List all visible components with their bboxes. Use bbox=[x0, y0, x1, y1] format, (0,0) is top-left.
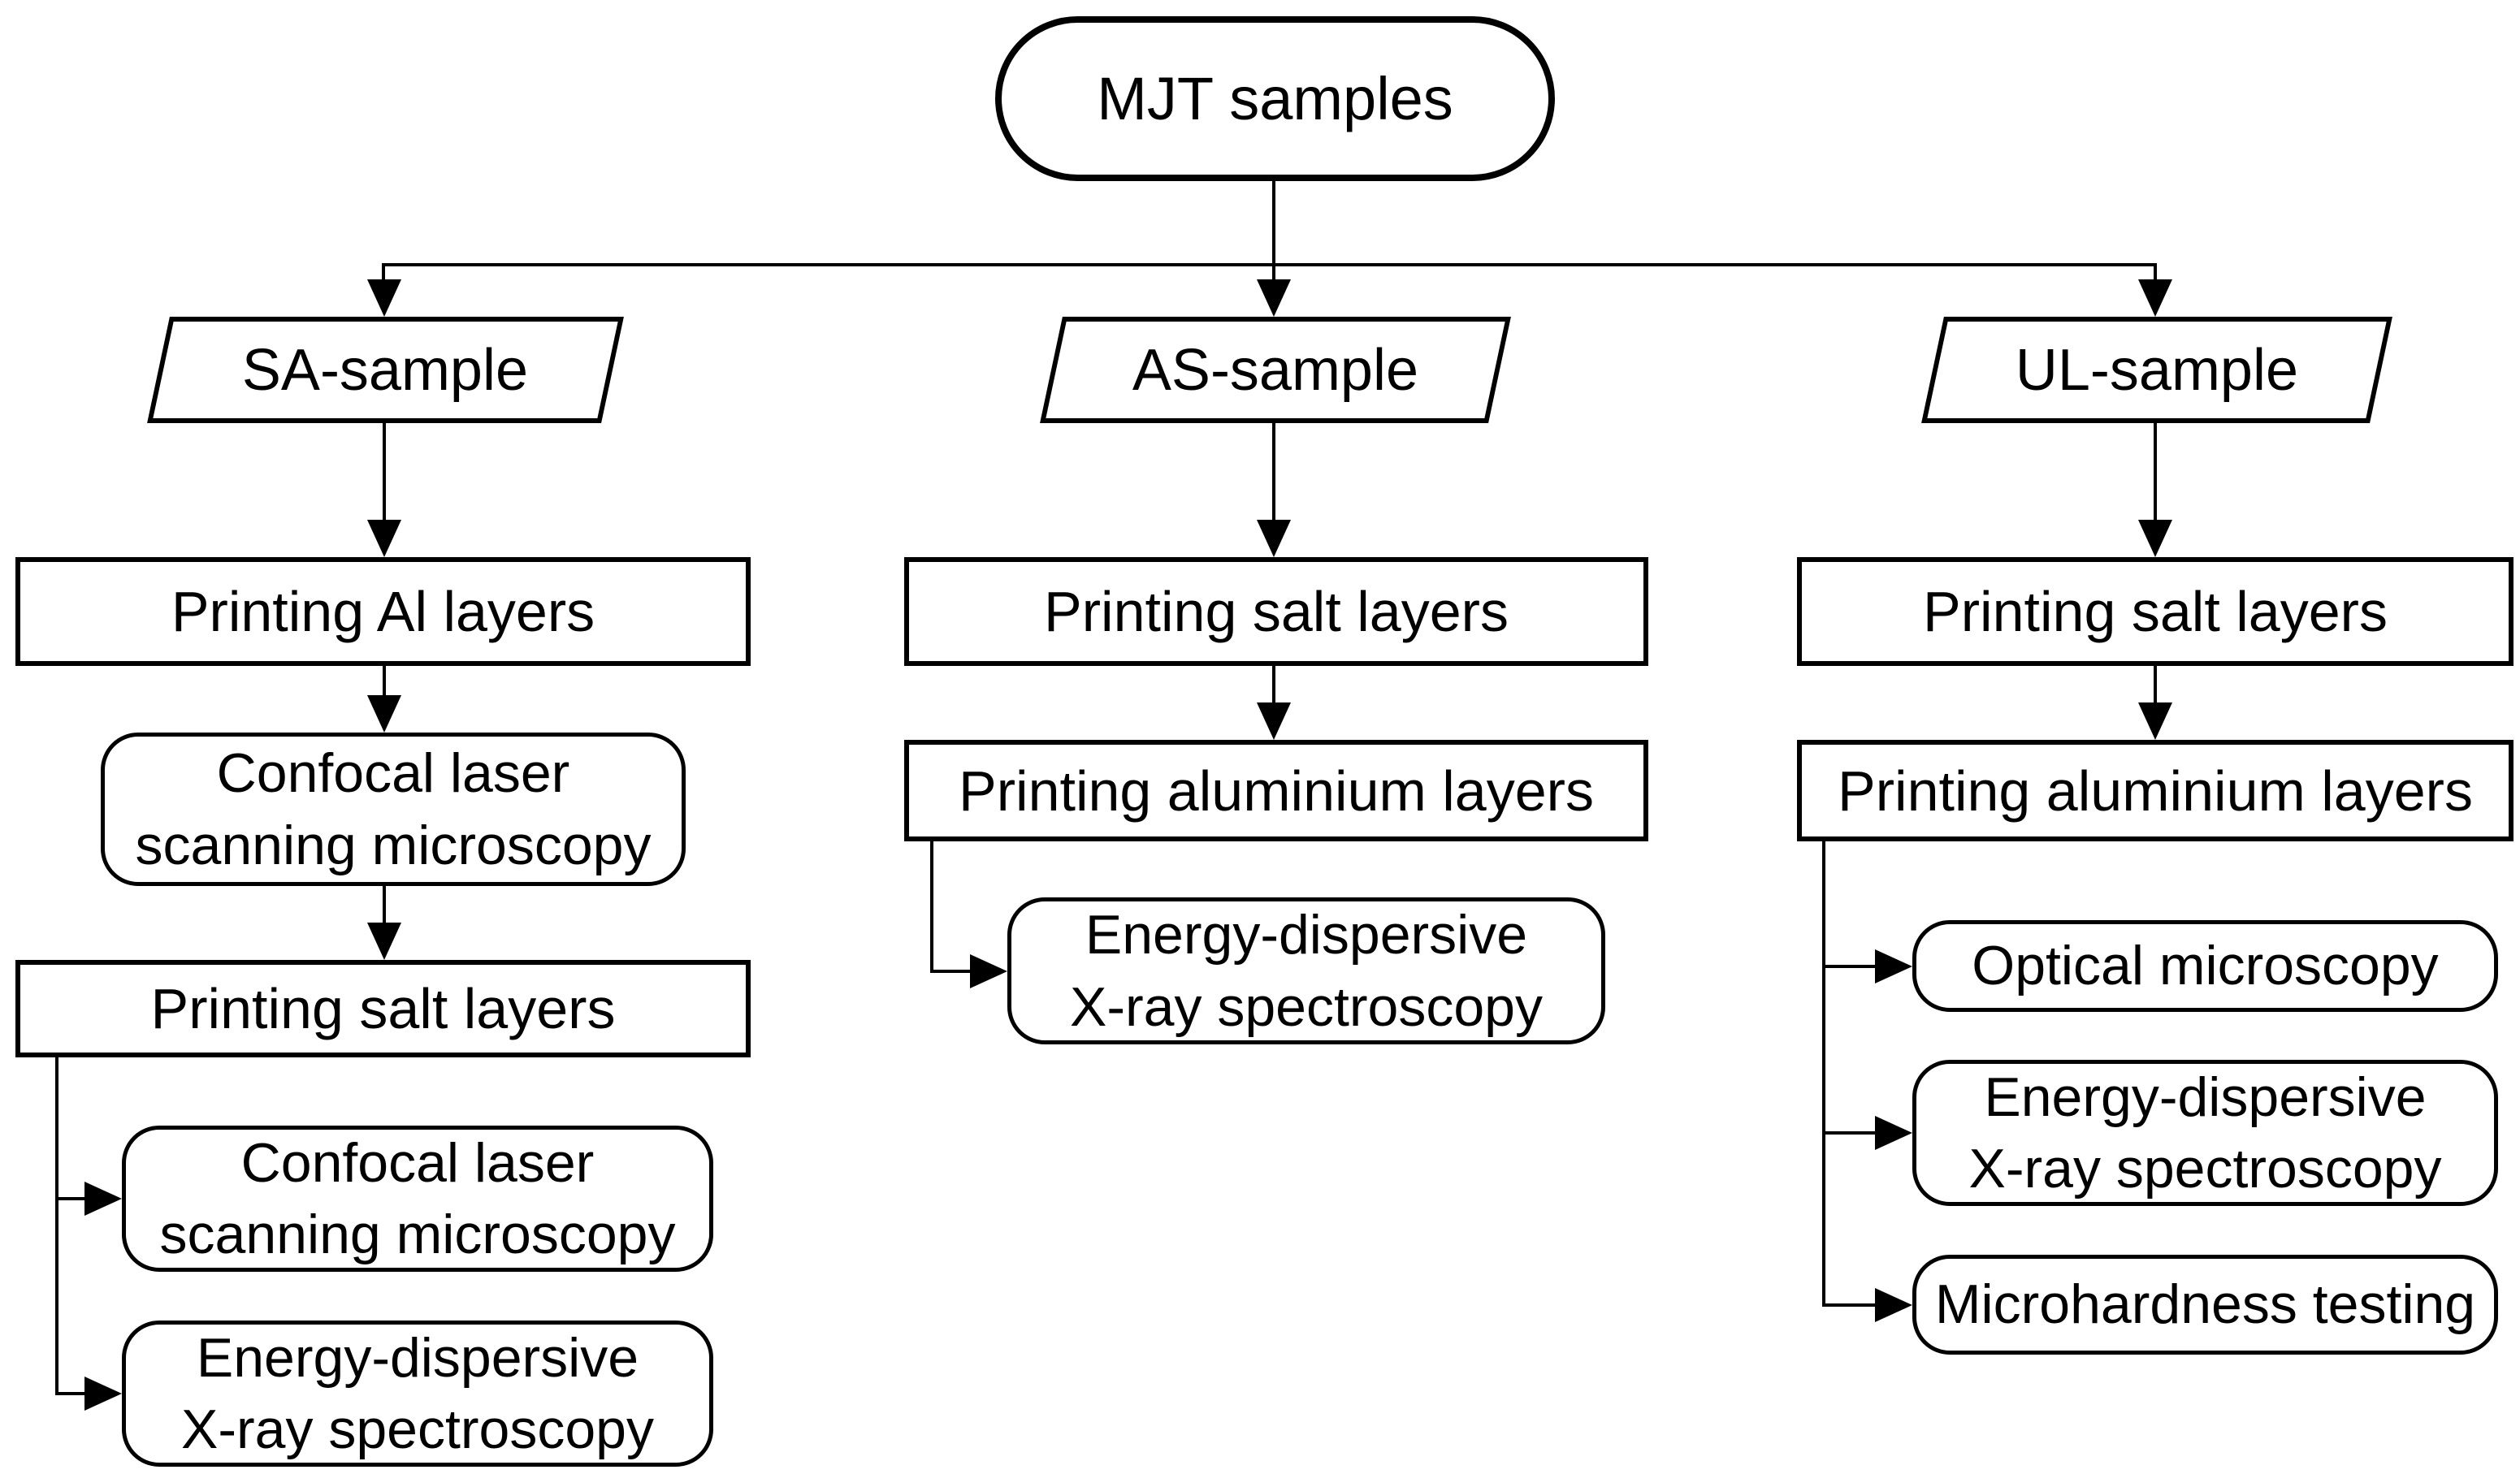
connector-as-branch-vertical bbox=[930, 840, 933, 973]
node-mjt-samples-label: MJT samples bbox=[1097, 65, 1453, 132]
node-ul-microhardness-testing-label: Microhardness testing bbox=[1934, 1273, 2476, 1336]
connector-as-step1-to-step2 bbox=[1272, 664, 1275, 706]
node-as-edx-spectroscopy-label: Energy-dispersive X-ray spectroscopy bbox=[1070, 904, 1543, 1038]
arrowhead-down-sa-step2 bbox=[367, 695, 401, 733]
arrowhead-down-as-step2 bbox=[1257, 702, 1291, 740]
node-sa-printing-salt-layers-label: Printing salt layers bbox=[150, 977, 616, 1040]
arrowhead-right-ul-analysis3 bbox=[1875, 1288, 1912, 1322]
node-sa-confocal-microscopy-analysis-label: Confocal laser scanning microscopy bbox=[159, 1131, 676, 1265]
node-as-sample: AS-sample bbox=[1040, 317, 1511, 423]
connector-sa-branch-vertical bbox=[55, 1056, 58, 1395]
node-as-printing-aluminium-layers: Printing aluminium layers bbox=[904, 740, 1648, 841]
node-ul-optical-microscopy-label: Optical microscopy bbox=[1972, 935, 2439, 997]
connector-sa-arm-1 bbox=[55, 1197, 91, 1200]
node-sa-confocal-microscopy-step-label: Confocal laser scanning microscopy bbox=[135, 742, 652, 876]
node-ul-edx-spectroscopy-label: Energy-dispersive X-ray spectroscopy bbox=[1968, 1066, 2442, 1200]
arrowhead-right-as-analysis1 bbox=[970, 954, 1007, 988]
connector-drop-ul bbox=[2154, 263, 2157, 283]
node-sa-sample-label: SA-sample bbox=[242, 337, 529, 403]
node-ul-printing-salt-layers-label: Printing salt layers bbox=[1923, 580, 2388, 643]
node-ul-printing-aluminium-layers: Printing aluminium layers bbox=[1797, 740, 2514, 841]
arrowhead-right-ul-analysis2 bbox=[1875, 1116, 1912, 1150]
connector-sa-arm-2 bbox=[55, 1392, 91, 1395]
connector-sa-step1-to-step2 bbox=[383, 664, 386, 698]
node-sa-printing-al-layers: Printing Al layers bbox=[15, 557, 751, 666]
arrowhead-down-as-sample bbox=[1257, 279, 1291, 317]
connector-as-arm-1 bbox=[930, 970, 975, 973]
node-sa-printing-salt-layers: Printing salt layers bbox=[15, 960, 751, 1057]
arrowhead-down-ul-sample bbox=[2138, 279, 2172, 317]
node-as-edx-spectroscopy: Energy-dispersive X-ray spectroscopy bbox=[1007, 897, 1605, 1044]
node-ul-optical-microscopy: Optical microscopy bbox=[1912, 920, 2498, 1012]
node-as-sample-label: AS-sample bbox=[1132, 337, 1419, 403]
node-sa-edx-spectroscopy: Energy-dispersive X-ray spectroscopy bbox=[122, 1321, 713, 1467]
arrowhead-down-ul-step2 bbox=[2138, 702, 2172, 740]
arrowhead-right-sa-analysis1 bbox=[84, 1182, 122, 1216]
arrowhead-down-sa-step1 bbox=[367, 520, 401, 557]
connector-ul-arm-1 bbox=[1822, 965, 1879, 968]
connector-ul-branch-vertical bbox=[1822, 840, 1825, 1307]
arrowhead-down-sa-sample bbox=[367, 279, 401, 317]
node-sa-confocal-microscopy-step: Confocal laser scanning microscopy bbox=[101, 733, 686, 886]
node-ul-sample-label: UL-sample bbox=[2015, 337, 2299, 403]
connector-sa-sample-to-step1 bbox=[383, 421, 386, 523]
connector-bus-horizontal bbox=[382, 263, 2157, 266]
node-ul-microhardness-testing: Microhardness testing bbox=[1912, 1255, 2498, 1355]
connector-ul-arm-2 bbox=[1822, 1131, 1879, 1135]
connector-root-vertical bbox=[1272, 181, 1275, 284]
node-as-printing-salt-layers: Printing salt layers bbox=[904, 557, 1648, 666]
node-ul-printing-aluminium-layers-label: Printing aluminium layers bbox=[1838, 759, 2473, 823]
node-sa-confocal-microscopy-analysis: Confocal laser scanning microscopy bbox=[122, 1126, 713, 1272]
node-ul-printing-salt-layers: Printing salt layers bbox=[1797, 557, 2514, 666]
node-ul-edx-spectroscopy: Energy-dispersive X-ray spectroscopy bbox=[1912, 1060, 2498, 1206]
node-mjt-samples: MJT samples bbox=[995, 16, 1555, 181]
arrowhead-right-ul-analysis1 bbox=[1875, 949, 1912, 983]
arrowhead-down-ul-step1 bbox=[2138, 520, 2172, 557]
arrowhead-down-sa-step3 bbox=[367, 923, 401, 960]
node-sa-edx-spectroscopy-label: Energy-dispersive X-ray spectroscopy bbox=[181, 1326, 654, 1460]
connector-ul-sample-to-step1 bbox=[2154, 421, 2157, 523]
node-as-printing-salt-layers-label: Printing salt layers bbox=[1044, 580, 1509, 643]
connector-sa-step2-to-step3 bbox=[383, 884, 386, 926]
node-ul-sample: UL-sample bbox=[1921, 317, 2392, 423]
connector-drop-sa bbox=[382, 263, 385, 283]
arrowhead-down-as-step1 bbox=[1257, 520, 1291, 557]
connector-ul-step1-to-step2 bbox=[2154, 664, 2157, 706]
node-sa-printing-al-layers-label: Printing Al layers bbox=[171, 580, 595, 643]
node-as-printing-aluminium-layers-label: Printing aluminium layers bbox=[959, 759, 1594, 823]
connector-ul-arm-3 bbox=[1822, 1303, 1879, 1307]
arrowhead-right-sa-analysis2 bbox=[84, 1377, 122, 1411]
node-sa-sample: SA-sample bbox=[147, 317, 624, 423]
connector-as-sample-to-step1 bbox=[1272, 421, 1275, 523]
